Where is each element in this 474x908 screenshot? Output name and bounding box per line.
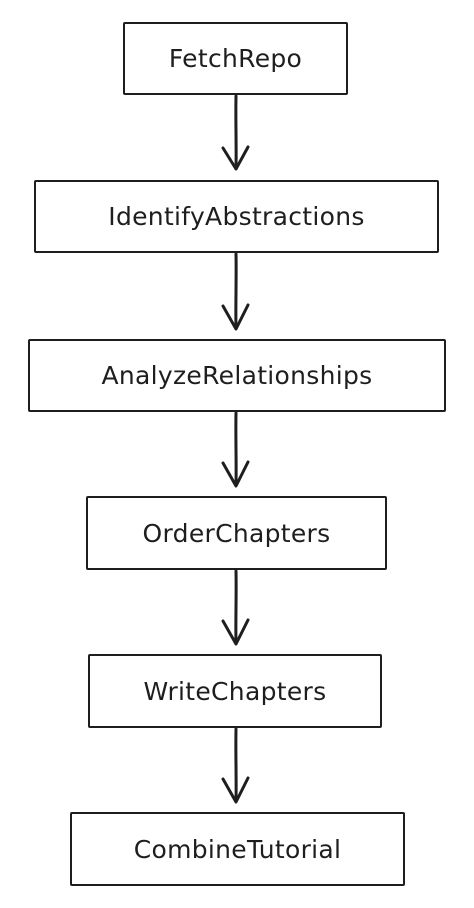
arrow-head-icon: [221, 145, 250, 171]
arrow-writechapters-to-combinetutorial: [221, 727, 250, 804]
arrow-fetchrepo-to-identifyabstractions: [221, 94, 250, 171]
arrow-orderchapters-to-writechapters: [221, 569, 250, 646]
node-label: OrderChapters: [142, 518, 331, 548]
node-write-chapters[interactable]: WriteChapters: [88, 654, 382, 728]
arrow-identifyabstractions-to-analyzerelationships: [221, 252, 250, 331]
node-label: IdentifyAbstractions: [108, 202, 365, 231]
arrow-head-icon: [221, 460, 250, 488]
arrow-head-icon: [221, 776, 250, 804]
node-fetch-repo[interactable]: FetchRepo: [123, 22, 348, 95]
node-analyze-relationships[interactable]: AnalyzeRelationships: [28, 339, 446, 412]
node-combine-tutorial[interactable]: CombineTutorial: [70, 812, 405, 886]
node-label: FetchRepo: [168, 44, 303, 73]
arrow-analyzerelationships-to-orderchapters: [221, 411, 250, 488]
node-label: WriteChapters: [143, 676, 327, 706]
arrow-head-icon: [221, 618, 250, 646]
node-identify-abstractions[interactable]: IdentifyAbstractions: [34, 180, 439, 253]
node-label: CombineTutorial: [133, 834, 342, 864]
arrow-head-icon: [221, 303, 250, 331]
node-order-chapters[interactable]: OrderChapters: [86, 496, 387, 570]
node-label: AnalyzeRelationships: [101, 361, 373, 390]
